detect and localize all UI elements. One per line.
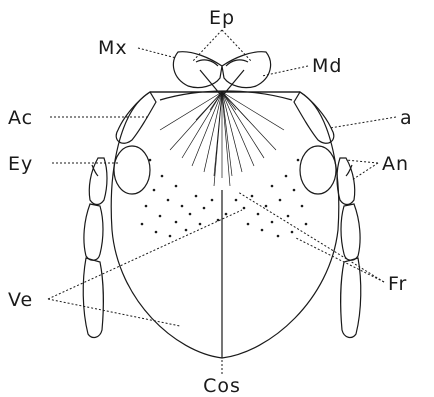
label-fr: Fr (388, 273, 407, 295)
label-cos: Cos (203, 375, 241, 397)
right-eye (300, 146, 336, 194)
label-an: An (382, 153, 409, 175)
vertex-punctures (141, 159, 308, 238)
left-eye (114, 146, 150, 194)
left-antenna (83, 92, 156, 337)
label-md: Md (312, 55, 342, 77)
frontal-setae (160, 92, 284, 186)
label-ac: Ac (8, 107, 33, 129)
mouthparts (173, 52, 270, 94)
label-mx: Mx (98, 37, 128, 59)
label-ep: Ep (209, 7, 235, 29)
right-antenna (294, 92, 361, 337)
label-ey: Ey (8, 153, 33, 175)
head-capsule-outline (111, 92, 338, 358)
label-ve: Ve (8, 289, 33, 311)
label-a: a (400, 107, 413, 129)
